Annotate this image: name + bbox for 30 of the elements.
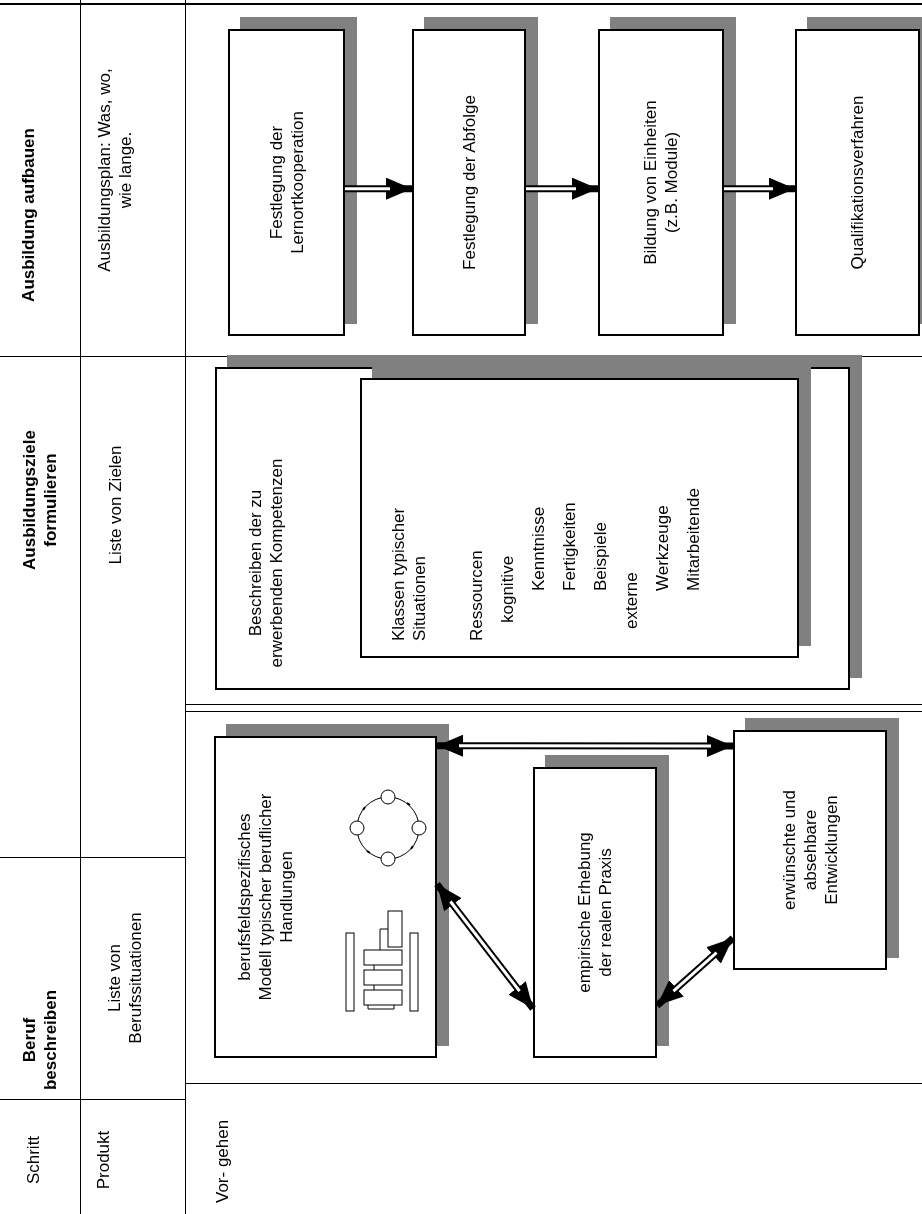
box-text: erwünschte und absehbare Entwicklungen xyxy=(778,789,842,912)
cell-text: Liste von Berufssituationen xyxy=(104,911,146,1046)
box-text: Qualifikationsverfahren xyxy=(847,95,868,270)
box-text: Festlegung der Lernortkooperation xyxy=(265,110,308,256)
list-item: Ressourcen xyxy=(466,550,487,641)
column-header: Ausbildungsziele formulieren xyxy=(19,429,61,572)
list-item: Fertigkeiten xyxy=(559,502,580,591)
double-line-arrow xyxy=(526,177,598,200)
double-line-arrow xyxy=(345,177,412,200)
double-line-arrow xyxy=(724,177,795,200)
box-text: Bildung von Einheiten (z.B. Module) xyxy=(640,99,682,267)
list-item: externe xyxy=(621,572,642,629)
cell-text: Produkt xyxy=(92,1129,114,1192)
cell-text: Vor- gehen xyxy=(211,1118,233,1203)
list-item: kognitive xyxy=(497,555,518,623)
list-item: Kenntnisse xyxy=(528,506,549,591)
list-item: Mitarbeitende xyxy=(683,488,704,591)
list-item: Beispiele xyxy=(590,522,611,591)
column-header: Beruf beschreiben xyxy=(19,988,61,1093)
list-heading: Klassen typischer Situationen xyxy=(388,506,430,641)
double-line-arrow xyxy=(437,734,733,758)
cell-text: Liste von Zielen xyxy=(104,444,126,567)
list-item: Werkzeuge xyxy=(652,505,673,591)
box-text: Festlegung der Abfolge xyxy=(458,95,480,270)
cell-text: Schritt xyxy=(22,1134,44,1187)
panel-heading: Beschreiben der zu erwerbenden Kompetenzen xyxy=(245,457,287,670)
column-header: Ausbildung aufbauen xyxy=(17,127,39,304)
box-text: berufsfeldspezifisches Modell typischer beruflicher Handlungen xyxy=(234,792,297,1002)
box-text: empirische Erhebung der realen Praxis xyxy=(574,831,616,995)
cell-text: Ausbildungsplan: Was, wo, wie lange. xyxy=(94,67,136,274)
